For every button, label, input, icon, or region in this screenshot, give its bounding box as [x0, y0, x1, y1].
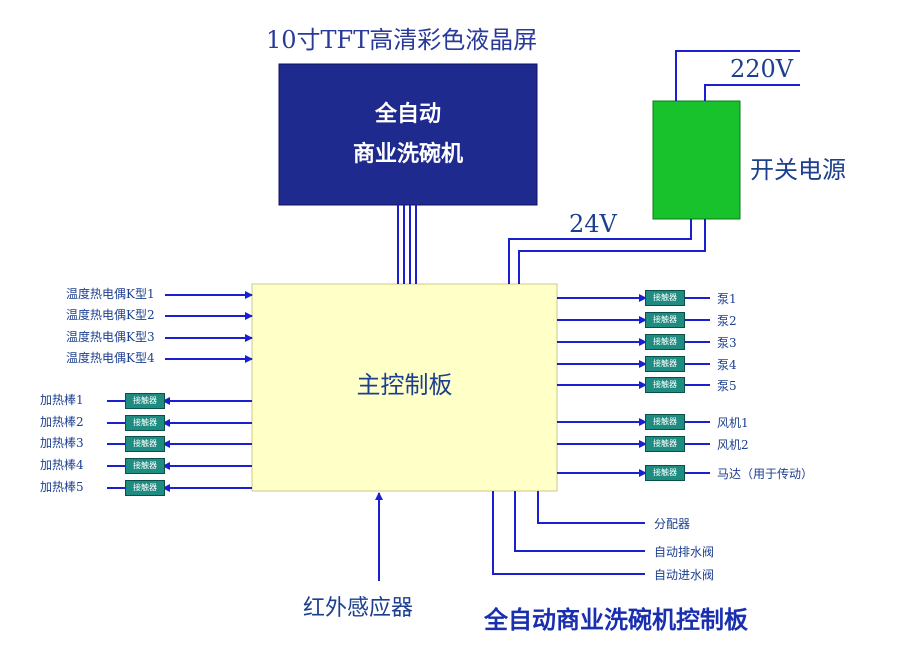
- sensor-label: 温度热电偶K型1: [66, 287, 155, 301]
- pump-relay: 接触器: [645, 356, 685, 372]
- heater-label: 加热棒4: [40, 458, 84, 472]
- pump-label: 泵5: [717, 379, 737, 393]
- fan-relay: 接触器: [645, 414, 685, 430]
- sensor-label: 温度热电偶K型2: [66, 308, 155, 322]
- main-board-label: 主控制板: [356, 371, 453, 399]
- screen-cable: [397, 205, 417, 284]
- sensor-label: 温度热电偶K型4: [66, 351, 155, 365]
- heater-label: 加热棒1: [40, 393, 84, 407]
- pump-label: 泵4: [717, 358, 737, 372]
- pump-relay: 接触器: [645, 312, 685, 328]
- power-supply-label: 开关电源: [750, 156, 846, 184]
- fan-label: 风机2: [717, 438, 749, 452]
- footer-title: 全自动商业洗碗机控制板: [484, 606, 748, 634]
- lcd-title: 10寸TFT高清彩色液晶屏: [266, 26, 538, 54]
- ac-input-wires: [675, 50, 800, 101]
- pump-label: 泵2: [717, 314, 737, 328]
- screen-line-2: 商业洗碗机: [352, 142, 463, 167]
- pump-label: 泵1: [717, 292, 737, 306]
- sensor-wires: [165, 291, 253, 363]
- pump-relay: 接触器: [645, 334, 685, 350]
- fan-relay: 接触器: [645, 436, 685, 452]
- infrared-sensor-label: 红外感应器: [303, 596, 414, 621]
- lcd-screen-box: [278, 63, 538, 206]
- heater-relay: 接触器: [125, 436, 165, 452]
- ac-voltage-label: 220V: [730, 55, 794, 83]
- fan-label: 风机1: [717, 416, 749, 430]
- right-output-wires: [557, 294, 710, 477]
- power-supply-box: [652, 100, 741, 220]
- heater-relay: 接触器: [125, 458, 165, 474]
- distributor-label: 分配器: [654, 517, 691, 531]
- pump-relay: 接触器: [645, 377, 685, 393]
- bottom-output-wires: [492, 491, 645, 575]
- heater-label: 加热棒3: [40, 436, 84, 450]
- pump-label: 泵3: [717, 336, 737, 350]
- dc-output-wires: [508, 219, 706, 284]
- heater-label: 加热棒2: [40, 415, 84, 429]
- heater-wires: [107, 397, 252, 492]
- heater-relay: 接触器: [125, 415, 165, 431]
- pump-relay: 接触器: [645, 290, 685, 306]
- inlet-valve-label: 自动进水阀: [654, 568, 715, 582]
- motor-label: 马达（用于传动）: [717, 467, 814, 481]
- heater-label: 加热棒5: [40, 480, 84, 494]
- heater-relay: 接触器: [125, 480, 165, 496]
- screen-line-1: 全自动: [374, 102, 441, 127]
- drain-valve-label: 自动排水阀: [654, 545, 715, 559]
- sensor-label: 温度热电偶K型3: [66, 330, 155, 344]
- dc-voltage-label: 24V: [569, 210, 617, 238]
- heater-relay: 接触器: [125, 393, 165, 409]
- motor-relay: 接触器: [645, 465, 685, 481]
